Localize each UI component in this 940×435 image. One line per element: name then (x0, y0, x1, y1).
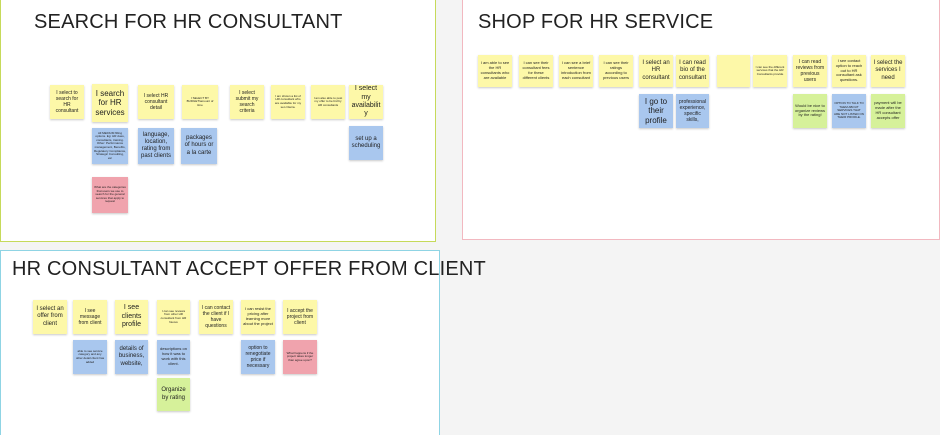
sticky-note[interactable]: I see clients profile (115, 300, 148, 334)
sticky-note[interactable]: professional experience, specific skills… (676, 94, 709, 128)
sticky-note[interactable]: I can read reviews from previous users (793, 55, 827, 87)
sticky-note[interactable]: I select HR consultant detail (138, 85, 174, 119)
sticky-note[interactable]: I select an offer from client (33, 300, 67, 334)
sticky-note[interactable]: I SELECT BY BUDGET/amount of time (182, 85, 218, 119)
frame-title-accept: HR CONSULTANT ACCEPT OFFER FROM CLIENT (12, 258, 486, 280)
sticky-note[interactable]: I see contact option to reach out to HR … (832, 55, 866, 87)
sticky-note[interactable]: payment will be made after the HR consul… (871, 94, 905, 128)
sticky-note[interactable]: I select to search for HR consultant (50, 85, 84, 119)
frame-search-for-hr-consultant (0, 0, 436, 242)
sticky-note[interactable]: I am shown a list of HR consultant who a… (271, 85, 305, 119)
sticky-note[interactable]: I go to their profile (639, 94, 673, 128)
sticky-note[interactable]: I am able to see the HR consultants who … (478, 55, 512, 87)
sticky-note[interactable]: option to renegotiate price if necessary (241, 340, 275, 374)
sticky-note[interactable]: descriptions on how it was to work with … (157, 340, 190, 374)
sticky-note[interactable] (717, 55, 750, 87)
sticky-note[interactable]: OPTION TO TALK TO THEM ABOUT SERVICES TH… (832, 94, 866, 128)
sticky-note[interactable]: I can contact the client if I have quest… (199, 300, 233, 334)
sticky-note[interactable]: able to see service category and any oth… (73, 340, 107, 374)
sticky-note[interactable]: I select an HR consultant (639, 55, 673, 87)
sticky-note[interactable]: I can see their consultant fees for thes… (519, 55, 553, 87)
sticky-note[interactable]: I can see their ratings according to pre… (599, 55, 633, 87)
sticky-note[interactable]: I accept the project from client (283, 300, 317, 334)
sticky-note[interactable]: Would be nice to organize reviews by the… (793, 94, 827, 128)
sticky-note[interactable]: language, location, rating from past cli… (138, 128, 174, 164)
sticky-note[interactable]: I can see the different services that th… (753, 55, 787, 87)
sticky-note[interactable]: What are the categories that users we us… (92, 177, 128, 213)
sticky-note[interactable]: I search for HR services (92, 84, 128, 122)
frame-title-shop: SHOP FOR HR SERVICE (478, 11, 714, 33)
sticky-note[interactable]: I am also able to post my offer to be bi… (311, 85, 345, 119)
sticky-note[interactable]: Organize by rating (157, 378, 190, 411)
sticky-note[interactable]: I see message from client (73, 300, 107, 334)
sticky-note[interactable]: set up a scheduling (349, 126, 383, 160)
sticky-note[interactable]: I select submit my search criteria (230, 85, 264, 119)
sticky-note[interactable]: I select the services I need (871, 55, 905, 87)
sticky-note[interactable]: details of business, website, (115, 340, 148, 374)
sticky-note[interactable]: I can read bio of the consultant (676, 55, 709, 87)
sticky-note[interactable]: I can resist the pricing after learning … (241, 300, 275, 334)
frame-title-search: SEARCH FOR HR CONSULTANT (34, 11, 343, 33)
sticky-note[interactable]: packages of hours or a la carte (181, 128, 217, 164)
sticky-note[interactable]: All MEDIUM filling options. Eg: HR dues,… (92, 128, 128, 164)
sticky-note[interactable]: What happens if the project takes longer… (283, 340, 317, 374)
sticky-note[interactable]: I can see a brief sentence introduction … (559, 55, 593, 87)
sticky-note[interactable]: I select my availability (349, 85, 383, 119)
sticky-note[interactable]: I can see reviews from other HR consulta… (157, 300, 190, 334)
